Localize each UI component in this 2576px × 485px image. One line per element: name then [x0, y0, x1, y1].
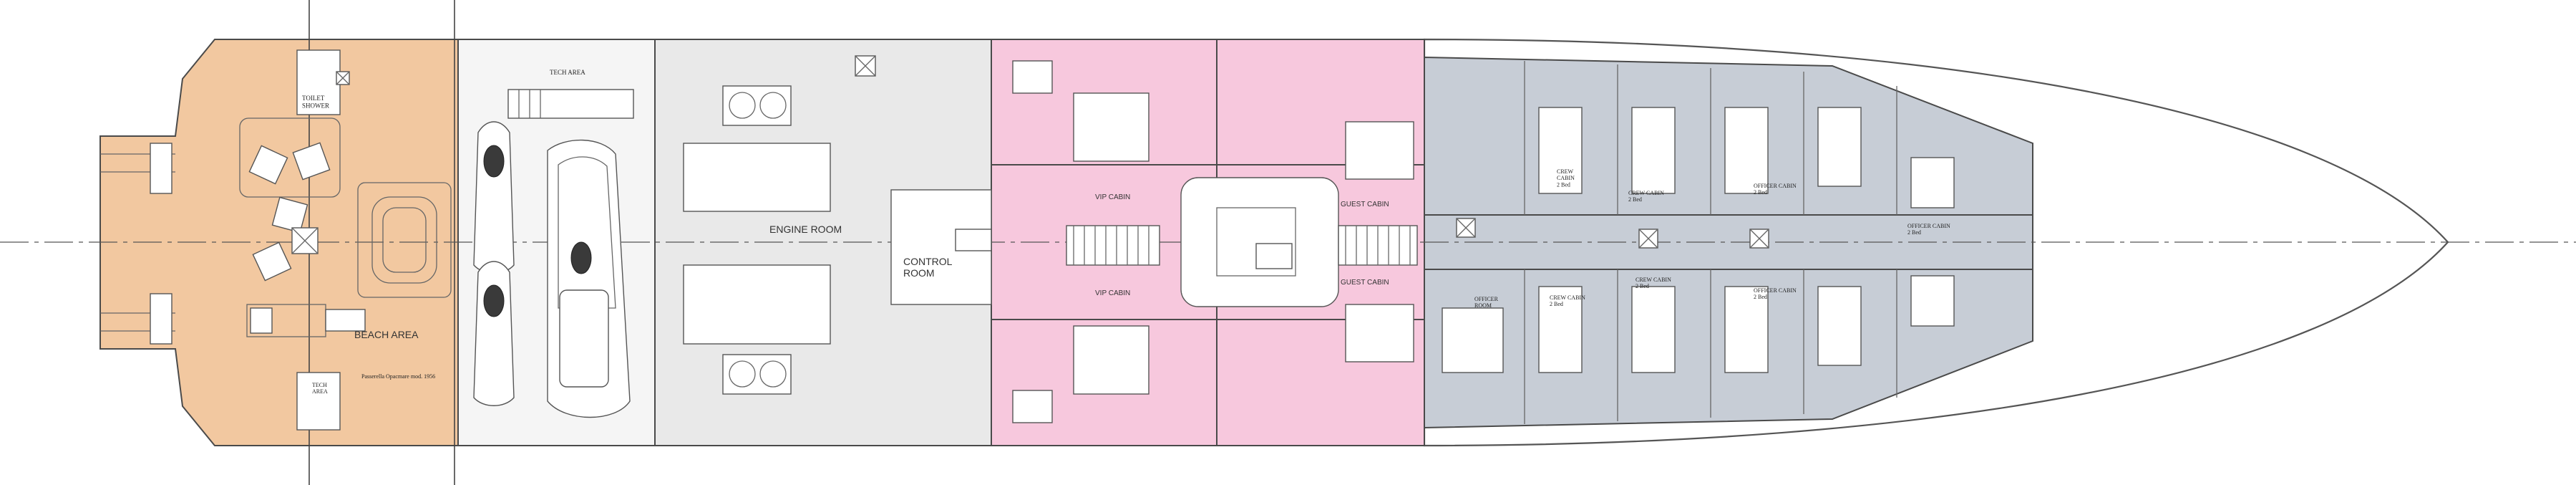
vip-cabin-top-label: VIP CABIN	[1095, 193, 1130, 201]
vip-cabin-bottom-label: VIP CABIN	[1095, 289, 1130, 297]
tech-area-equipment	[473, 89, 634, 418]
beach-area-furniture	[150, 49, 452, 431]
guest-area-layout	[991, 39, 1424, 446]
beach-area-label: BEACH AREA	[354, 329, 419, 340]
engine-room-label: ENGINE ROOM	[769, 224, 842, 235]
engine-room-equipment	[683, 55, 992, 395]
passerelle-label: Passerella Opacmare mod. 1956	[361, 373, 435, 380]
guest-cabin-top-label: GUEST CABIN	[1341, 201, 1389, 208]
crew-area-layout	[1424, 61, 2033, 424]
guest-cabin-bottom-label: GUEST CABIN	[1341, 279, 1389, 287]
tech-area-top-label: TECH AREA	[550, 69, 585, 76]
